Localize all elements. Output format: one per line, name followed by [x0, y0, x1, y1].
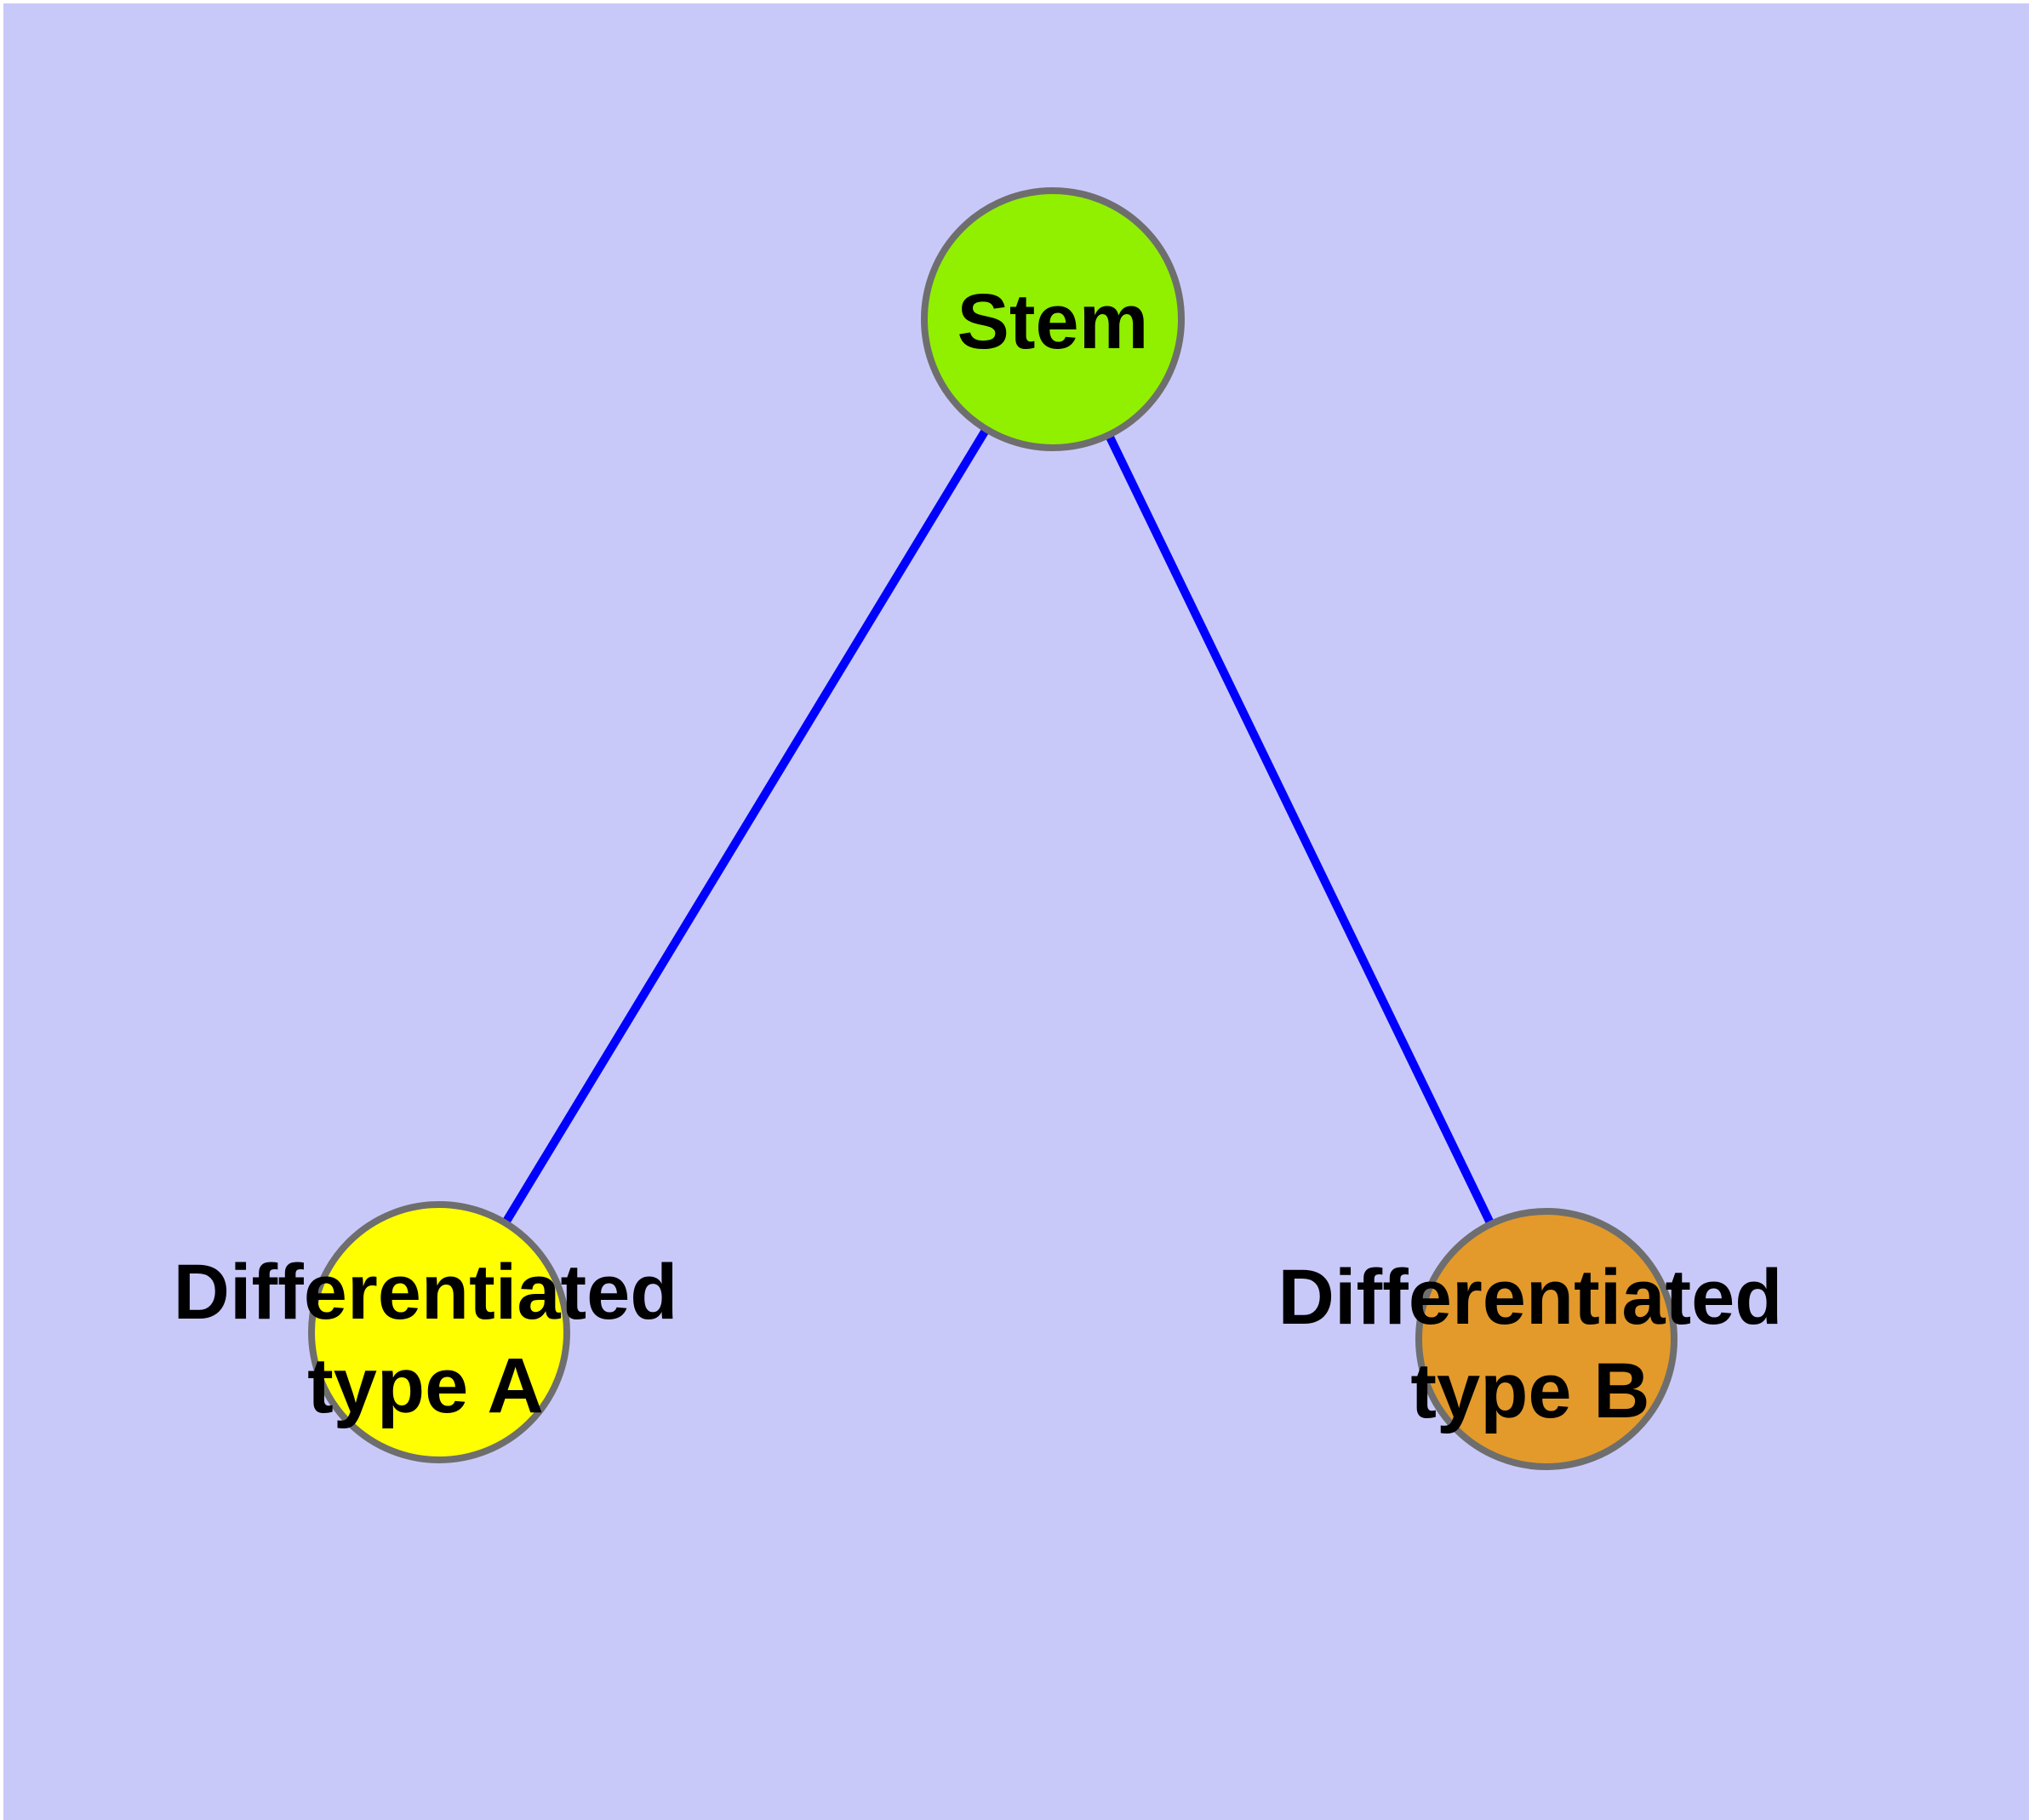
node-label-line: type A [307, 1342, 544, 1429]
edge-stem-to-differentiated-type-a [435, 317, 1057, 1335]
node-differentiated-type-a[interactable] [308, 1201, 570, 1463]
window-border-top [0, 0, 2029, 3]
node-label-line: Stem [957, 278, 1149, 365]
node-label-line: type B [1410, 1348, 1649, 1434]
node-differentiated-type-b[interactable] [1415, 1208, 1677, 1470]
edge-stem-to-differentiated-type-b [1049, 317, 1551, 1342]
node-label-line: Differentiated [1278, 1254, 1783, 1341]
edges-layer [435, 317, 1551, 1342]
node-label-stem: Stem [957, 278, 1149, 365]
node-label-line: Differentiated [174, 1249, 678, 1336]
node-stem[interactable] [921, 187, 1185, 451]
nodes-layer [308, 187, 1677, 1470]
window-border-left [0, 0, 3, 1820]
